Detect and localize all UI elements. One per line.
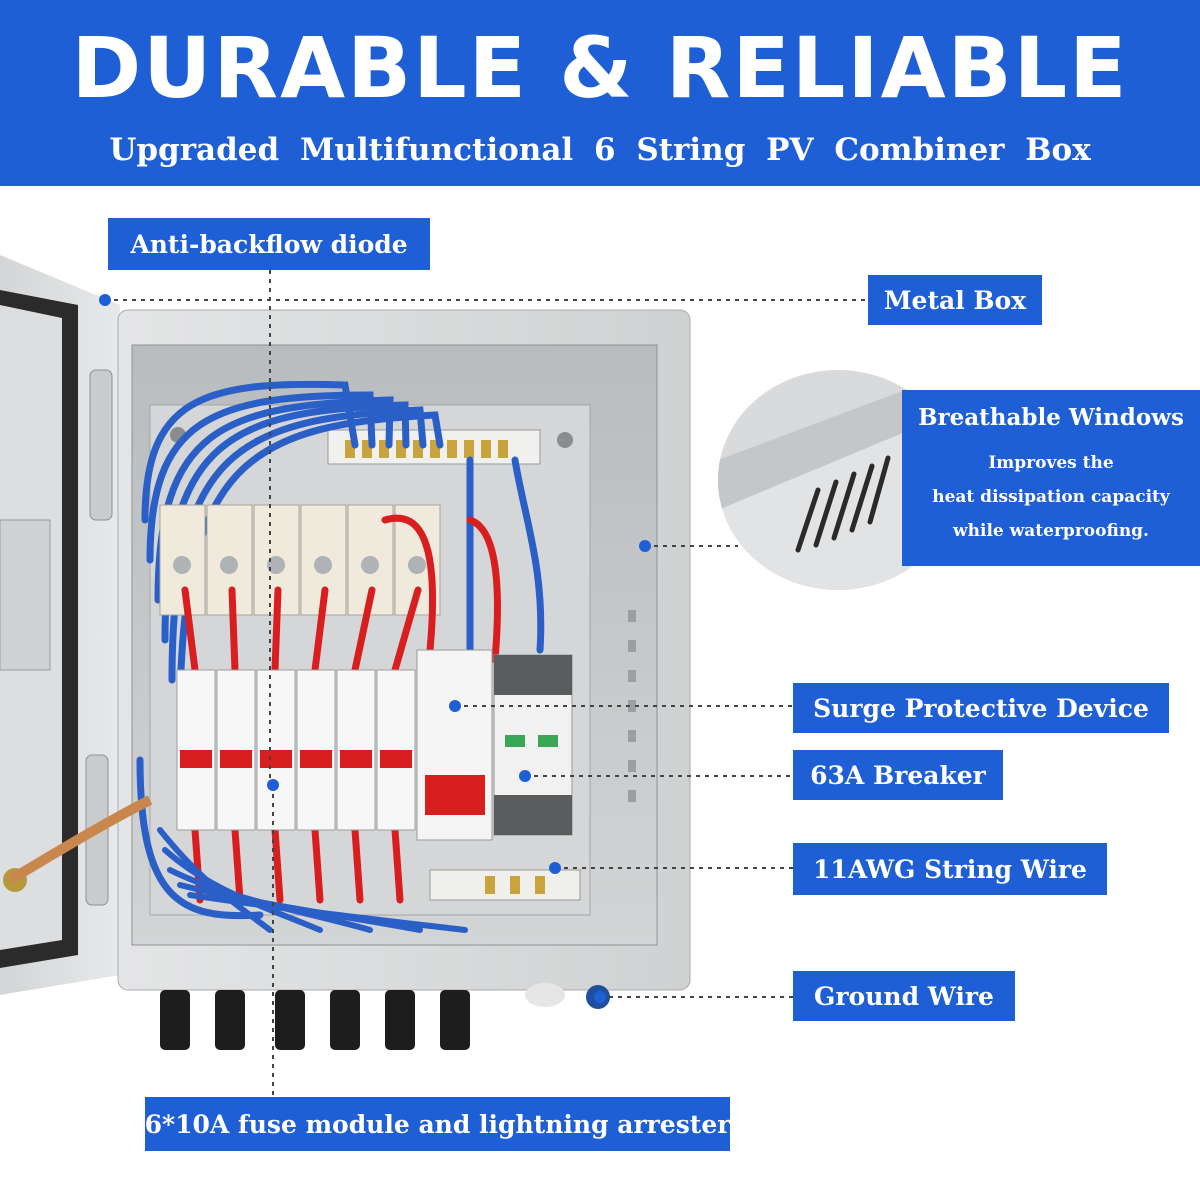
label-ground-wire: Ground Wire xyxy=(793,971,1015,1021)
label-metal-box: Metal Box xyxy=(868,275,1042,325)
page-subtitle: Upgraded Multifunctional 6 String PV Com… xyxy=(109,132,1091,168)
label-breathable-windows: Breathable Windows Improves the heat dis… xyxy=(902,390,1200,566)
callout-dot-fuse xyxy=(267,779,279,791)
callout-dot-breaker xyxy=(519,770,531,782)
callout-dot-spd xyxy=(449,700,461,712)
label-fuse-module: 6*10A fuse module and lightning arrester xyxy=(145,1097,730,1151)
breathable-line-2: heat dissipation capacity xyxy=(932,487,1170,507)
callout-dot-string-wire xyxy=(549,862,561,874)
breathable-line-3: while waterproofing. xyxy=(953,521,1149,541)
breathable-title: Breathable Windows xyxy=(918,404,1184,431)
fuse-holders xyxy=(176,669,416,831)
breathable-window-zoom xyxy=(718,370,958,590)
header-banner: DURABLE & RELIABLE Upgraded Multifunctio… xyxy=(0,0,1200,186)
top-busbar xyxy=(327,429,541,465)
page-title: DURABLE & RELIABLE xyxy=(71,19,1129,117)
mc4-connectors xyxy=(160,983,610,1050)
breaker xyxy=(416,649,493,841)
surge-protective-device xyxy=(493,654,573,836)
combiner-box-photo xyxy=(0,255,868,1095)
label-anti-backflow-diode: Anti-backflow diode xyxy=(108,218,430,270)
callout-dot-metal-box xyxy=(99,294,111,306)
breathable-description: Improves the heat dissipation capacity w… xyxy=(902,446,1200,548)
enclosure-door xyxy=(0,255,120,995)
callout-dot-breathable xyxy=(639,540,651,552)
callout-dot-ground-wire xyxy=(594,991,606,1003)
label-11awg-string-wire: 11AWG String Wire xyxy=(793,843,1107,895)
label-63a-breaker: 63A Breaker xyxy=(793,750,1003,800)
label-surge-protective-device: Surge Protective Device xyxy=(793,683,1169,733)
breathable-line-1: Improves the xyxy=(988,453,1114,473)
